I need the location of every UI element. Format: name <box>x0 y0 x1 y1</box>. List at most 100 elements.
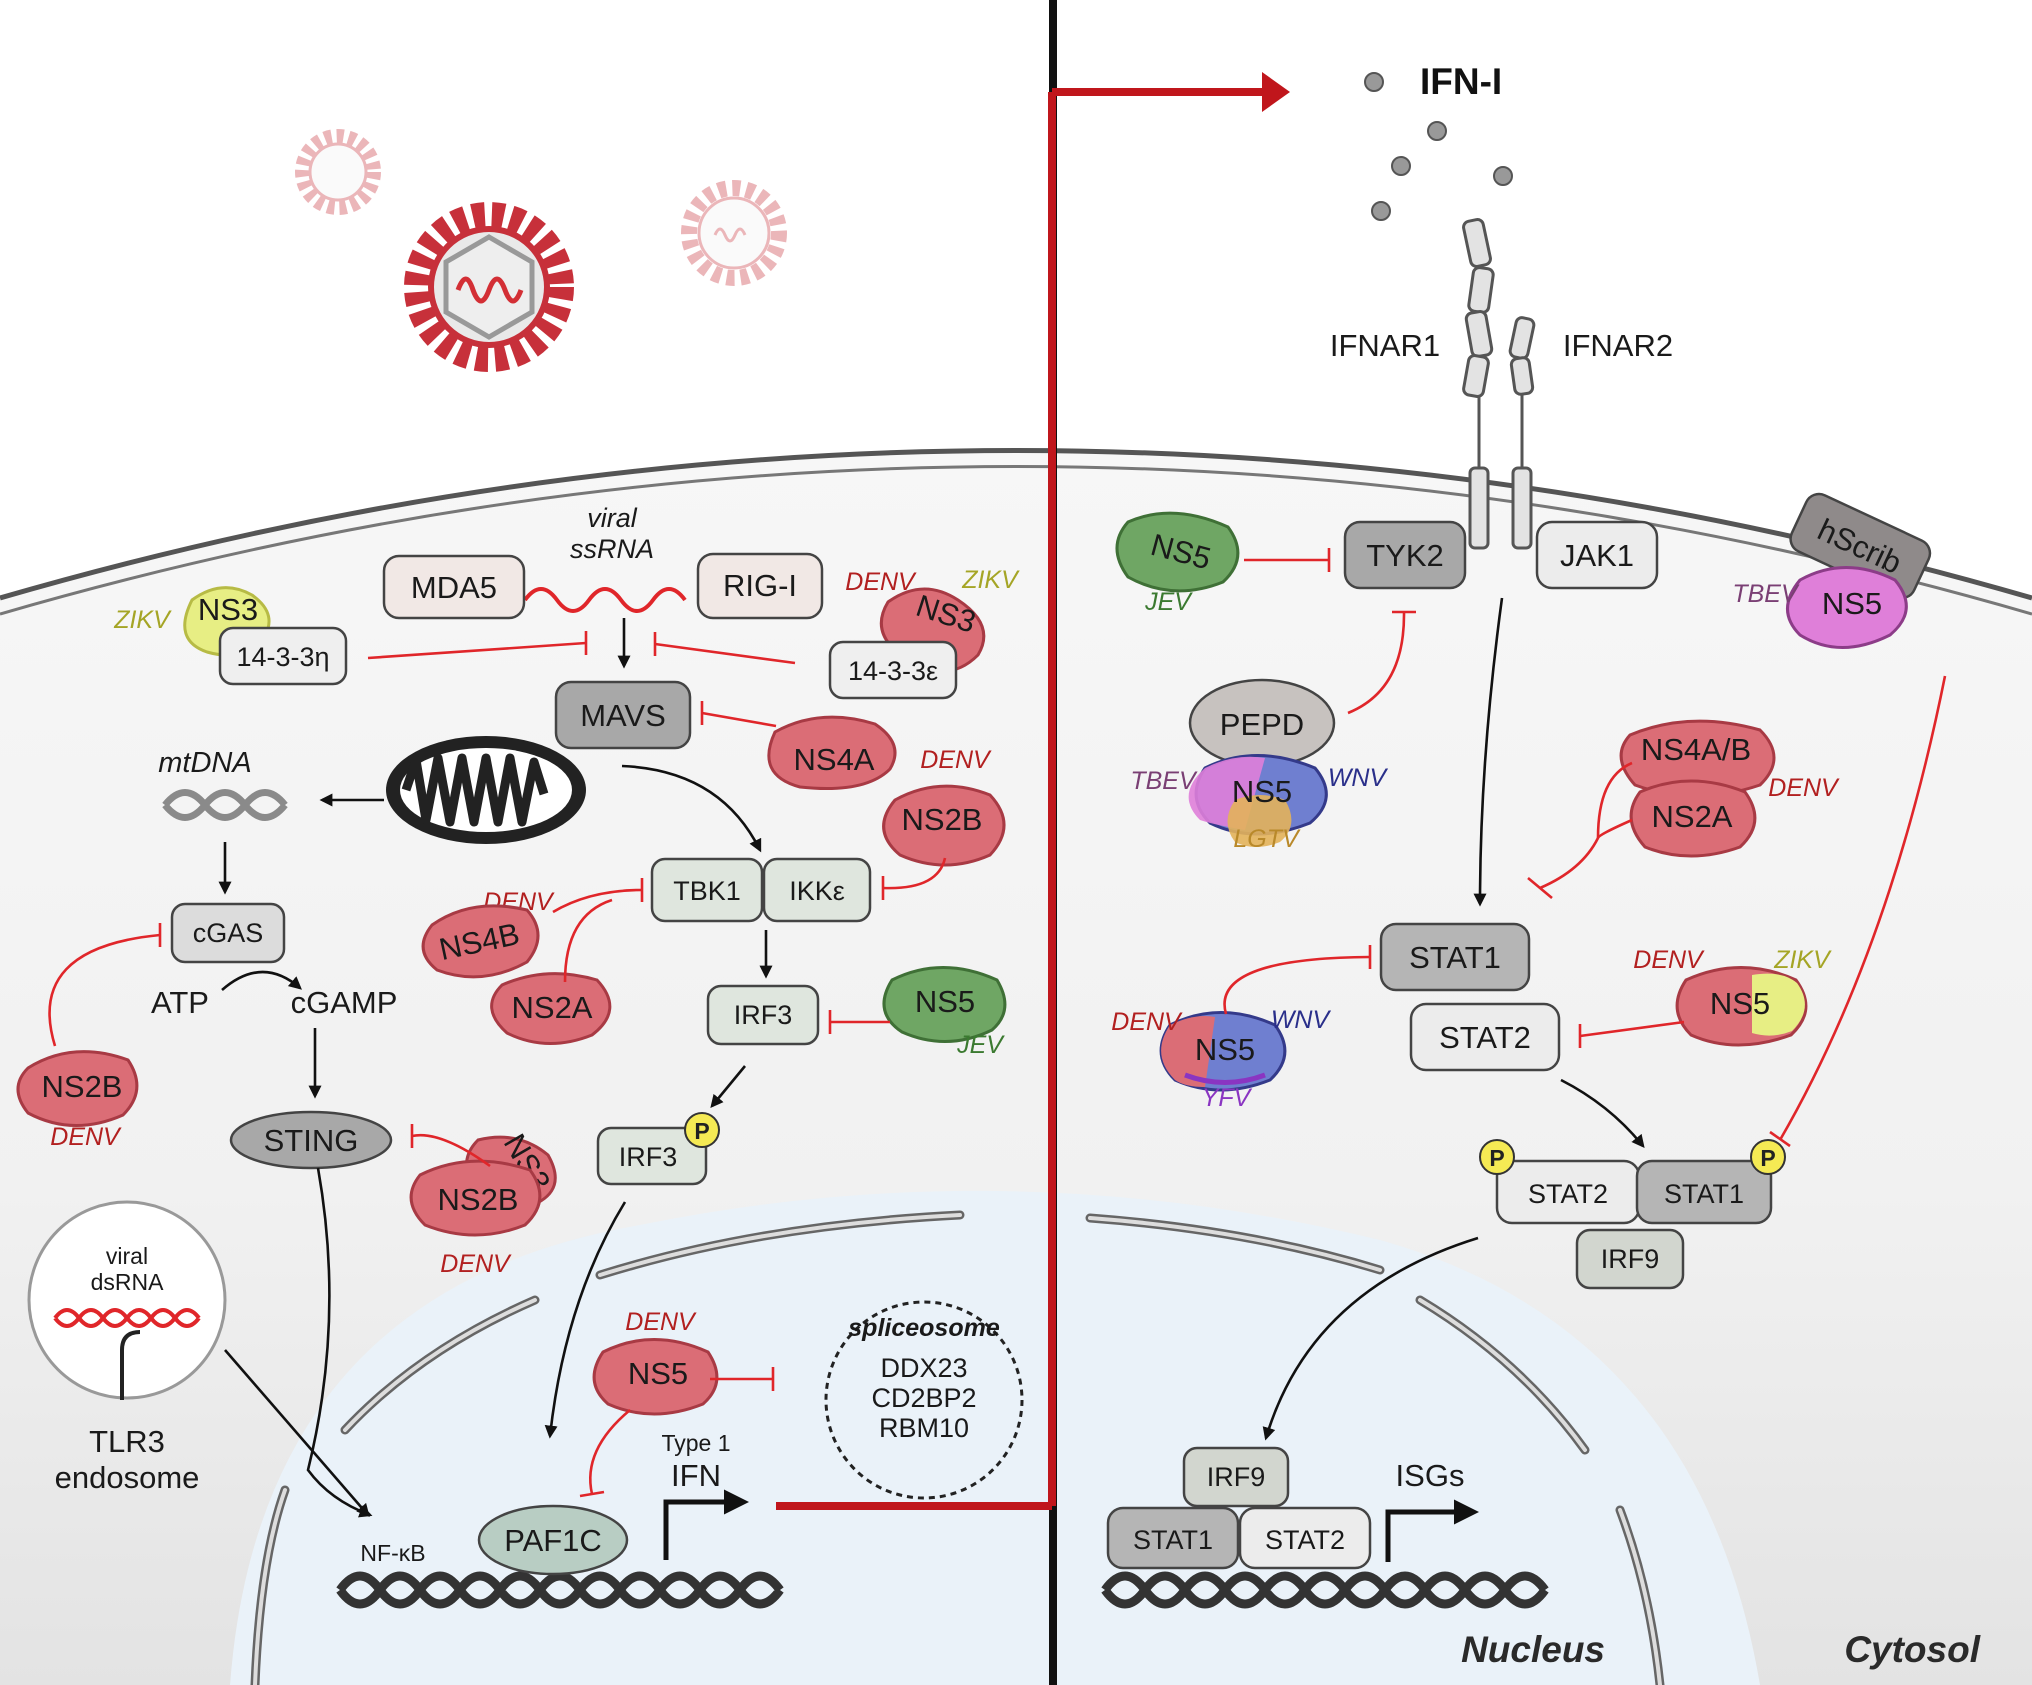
svg-text:STAT2: STAT2 <box>1439 1020 1531 1055</box>
dna-helix-left <box>336 1571 784 1609</box>
ns2a-label-2: NS2A <box>1652 799 1733 834</box>
mavs-box: MAVS <box>554 680 692 750</box>
svg-text:STAT1: STAT1 <box>1409 940 1501 975</box>
p1433eta-box: 14-3-3η <box>218 626 348 686</box>
svg-text:TYK2: TYK2 <box>1366 538 1444 573</box>
cytosol-label: Cytosol <box>1844 1629 1980 1670</box>
ns2b-label-2: NS2B <box>42 1069 123 1104</box>
type1-label: Type 1 <box>661 1430 730 1456</box>
mtdna-helix <box>162 789 288 821</box>
phospho-badge-stat1: P <box>1750 1139 1786 1175</box>
tbev-label-1: TBEV <box>1732 580 1800 608</box>
tss-arrow-isgs <box>1385 1499 1479 1562</box>
denv-label-ns5-stat2: DENV <box>1633 946 1705 974</box>
endosome-label: endosome <box>55 1460 200 1495</box>
jev-label-1: JEV <box>956 1031 1005 1059</box>
ifn-molecules <box>1364 72 1513 221</box>
sting-ellipse: STING <box>229 1110 393 1170</box>
svg-text:P: P <box>1489 1145 1504 1171</box>
nfkb-label: NF-κB <box>360 1540 425 1566</box>
stat1-box-1: STAT1 <box>1379 922 1531 992</box>
svg-text:spliceosome: spliceosome <box>848 1314 1000 1342</box>
ns5-multi-blob <box>1188 754 1328 847</box>
tlr3-endosome <box>27 1200 227 1400</box>
ns5-denv-blob <box>592 1338 719 1416</box>
yfv-label: YFV <box>1202 1084 1253 1112</box>
svg-text:PAF1C: PAF1C <box>504 1523 602 1558</box>
tss-arrow-ifn <box>663 1489 749 1560</box>
central-divider <box>776 0 1290 1685</box>
cgamp-label: cGAMP <box>291 985 398 1020</box>
ikke-box: IKKε <box>762 857 872 923</box>
cgas-box: cGAS <box>170 902 286 964</box>
ns2b-label-3: NS2B <box>438 1182 519 1217</box>
svg-text:P: P <box>694 1118 709 1144</box>
inhibition-lines <box>48 548 1947 1498</box>
denv-label-ns4a: DENV <box>920 746 992 774</box>
virus-particle-faded <box>295 129 787 286</box>
ns2b-blob-1 <box>882 784 1006 867</box>
svg-text:JAK1: JAK1 <box>1560 538 1634 573</box>
zikv-label-3: ZIKV <box>1773 946 1832 974</box>
ns2a-blob-1 <box>490 972 612 1045</box>
svg-text:IRF9: IRF9 <box>1601 1244 1660 1274</box>
svg-text:STAT1: STAT1 <box>1133 1525 1213 1555</box>
ns4a-label: NS4A <box>794 742 875 777</box>
jak1-box: JAK1 <box>1535 520 1659 590</box>
viral-ssrna-label-2: ssRNA <box>570 534 654 564</box>
tyk2-box: TYK2 <box>1343 520 1467 590</box>
svg-text:cGAS: cGAS <box>193 918 264 948</box>
ifn-label: IFN <box>671 1458 721 1493</box>
svg-text:IKKε: IKKε <box>789 876 845 906</box>
ns2b-label-1: NS2B <box>902 802 983 837</box>
spliceosome-circle: spliceosome DDX23 CD2BP2 RBM10 <box>824 1300 1024 1500</box>
svg-text:TBK1: TBK1 <box>673 876 741 906</box>
phospho-badge-stat2: P <box>1479 1139 1515 1175</box>
denv-label-ns5: DENV <box>625 1308 697 1336</box>
pepd-ellipse: PEPD <box>1188 678 1336 768</box>
stat2-box-1: STAT2 <box>1409 1002 1561 1072</box>
svg-text:14-3-3ε: 14-3-3ε <box>848 656 938 686</box>
isgs-label: ISGs <box>1396 1458 1465 1493</box>
wnv-label-2: WNV <box>1271 1006 1332 1034</box>
svg-text:IRF3: IRF3 <box>734 1000 793 1030</box>
viral-dsrna-label: viral <box>106 1243 148 1269</box>
zikv-label-2: ZIKV <box>961 566 1020 594</box>
ns5-tbev-label-1: NS5 <box>1822 586 1882 621</box>
ns5-denv-zikv-label: NS5 <box>1710 986 1770 1021</box>
virus-particle-large <box>404 202 574 372</box>
ns5-denv-wnv-yfv-label: NS5 <box>1195 1032 1255 1067</box>
svg-text:P: P <box>1760 1145 1775 1171</box>
svg-text:14-3-3η: 14-3-3η <box>236 642 329 672</box>
stat1-box-nuc: STAT1 <box>1106 1506 1240 1570</box>
ns2b-blob-3 <box>409 1159 542 1237</box>
svg-text:DDX23: DDX23 <box>880 1353 967 1383</box>
svg-text:STAT2: STAT2 <box>1528 1179 1608 1209</box>
ns4b-blob <box>421 904 540 979</box>
phospho-badge-irf3: P <box>684 1112 720 1148</box>
viral-ssrna-strand <box>523 587 687 613</box>
svg-text:STAT2: STAT2 <box>1265 1525 1345 1555</box>
ns4ab-label: NS4A/B <box>1641 732 1751 767</box>
ns5-jev-label-1: NS5 <box>915 984 975 1019</box>
mitochondrion <box>386 736 586 844</box>
ns2b-blob-2 <box>16 1050 139 1127</box>
wnv-label-1: WNV <box>1328 764 1389 792</box>
stat2-box-nuc: STAT2 <box>1238 1506 1372 1570</box>
lgtv-label: LGTV <box>1233 825 1301 853</box>
irf3-p-box: IRF3 <box>596 1126 708 1186</box>
irf9-box-2: IRF9 <box>1182 1446 1290 1508</box>
ns4a-blob <box>767 715 897 791</box>
mtdna-label: mtDNA <box>158 747 251 779</box>
jev-label-2: JEV <box>1144 588 1193 616</box>
stat1-box-p: STAT1 <box>1635 1159 1773 1225</box>
atp-label: ATP <box>151 985 209 1020</box>
denv-label-ns5-stat1: DENV <box>1111 1008 1183 1036</box>
denv-label-ns2a-2: DENV <box>1768 774 1840 802</box>
svg-text:RBM10: RBM10 <box>879 1413 969 1443</box>
ifn-i-title: IFN-I <box>1420 61 1502 102</box>
zikv-label-1: ZIKV <box>113 606 172 634</box>
svg-text:IRF9: IRF9 <box>1207 1462 1266 1492</box>
irf3-box: IRF3 <box>706 984 820 1046</box>
